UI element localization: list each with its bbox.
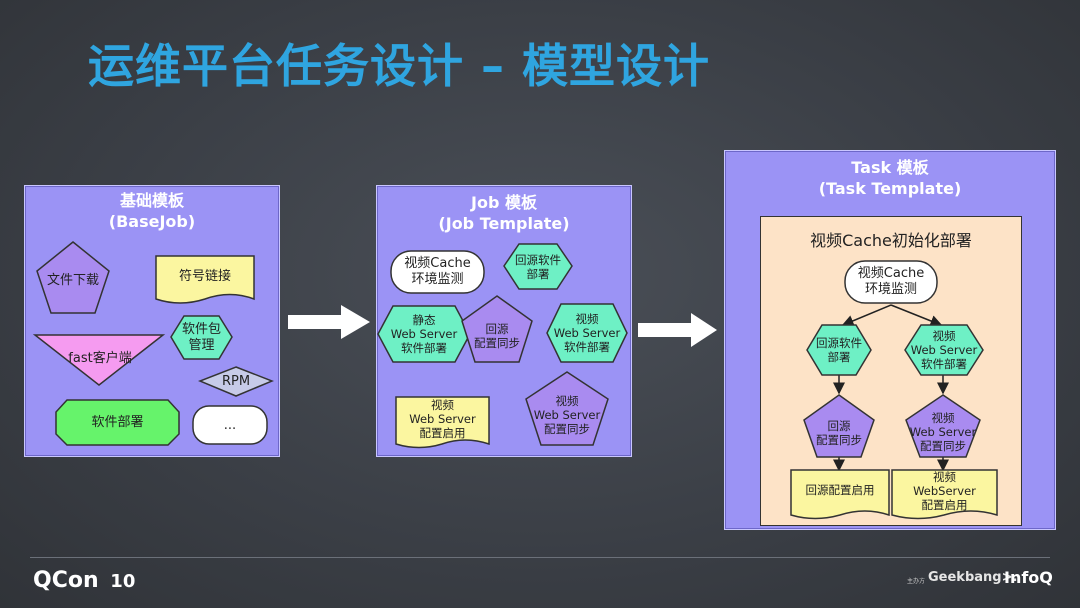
task-flow [790,260,998,520]
job-origin-sw-shape [503,243,573,290]
rpm-shape [197,366,275,397]
job-cache-env-shape [390,250,485,294]
job-panel-title-text: Job 模板 [471,193,537,212]
task-video-ws-label: 视频 Web Server 软件部署 [910,329,978,371]
qcon-logo: QCon 10 [33,568,135,593]
fast-label: fast客户端 [68,351,132,366]
job-panel-title: Job 模板 (Job Template) [377,192,631,234]
job-static-ws-shape [377,305,471,363]
base-shapes [32,241,275,446]
infoq-logo: InfoQ [1004,568,1053,587]
arrow-base-to-job [288,305,370,339]
symlink-label: 符号链接 [178,269,231,284]
job-video-ws-shape [546,303,628,363]
download-shape [36,241,110,314]
base-panel-title: 基础模板 (BaseJob) [25,190,279,232]
task-origin-enable-label: 回源配置启用 [805,483,875,497]
task-video-ws-shape [904,324,984,376]
geekbang-logo: Geekbang>. [928,570,1018,585]
task-video-sync-label: 视频 Web Server 配置同步 [909,411,977,453]
base-job-panel: 基础模板 (BaseJob) 文件下载 符号链接 软件包 管理 fast客户端 … [24,185,280,457]
task-origin-sync-label: 回源 配置同步 [816,419,862,447]
host-label: 主办方 [907,578,926,585]
task-panel-title: Task 模板 (Task Template) [725,157,1055,199]
job-panel-subtitle: (Job Template) [438,214,570,233]
task-video-sync-shape [905,394,981,458]
job-cache-env-label: 视频Cache 环境监测 [404,256,471,287]
arrow-job-to-task [638,313,717,347]
edge-env-origin [841,304,892,327]
task-cache-env-shape [844,260,938,304]
job-static-ws-label: 静态 Web Server 软件部署 [390,313,458,355]
task-panel-title-text: Task 模板 [851,158,929,177]
base-panel-title-text: 基础模板 [119,191,184,210]
task-origin-sync-shape [803,394,875,458]
rpm-label: RPM [221,374,251,389]
job-video-sync-shape [525,371,609,446]
pkg-shape [170,315,233,360]
qcon-logo-suffix: 10 [110,571,136,592]
task-cache-env-label: 视频Cache 环境监测 [857,266,925,297]
footer-divider [30,557,1050,558]
job-shapes [377,243,628,449]
more-label: ... [223,418,237,433]
fast-shape [32,334,166,386]
job-origin-sw-label: 回源软件 部署 [515,252,561,281]
task-video-enable-label: 视频 WebServer 配置启用 [913,470,976,512]
more-shape [192,405,268,445]
job-video-enable-shape [395,396,490,449]
job-video-sync-label: 视频 Web Server 配置同步 [533,394,601,436]
download-label: 文件下载 [46,273,99,288]
job-template-panel: Job 模板 (Job Template) 视频Cache 环境监测 回源软件 … [376,185,632,457]
qcon-logo-text: QCon [33,568,99,593]
job-video-enable-label: 视频 Web Server 配置启用 [409,398,476,440]
edge-env-video [890,304,943,327]
job-origin-sync-shape [461,295,533,363]
job-origin-sync-label: 回源 配置同步 [474,322,520,350]
task-template-panel: Task 模板 (Task Template) 视频Cache初始化部署 [724,150,1056,530]
task-origin-sw-shape [806,324,872,376]
task-inner-title: 视频Cache初始化部署 [810,231,972,250]
job-video-ws-label: 视频 Web Server 软件部署 [553,312,621,354]
deploy-shape [55,399,180,446]
task-panel-subtitle: (Task Template) [818,179,962,198]
task-video-enable-shape [891,469,998,520]
base-panel-subtitle: (BaseJob) [108,212,196,231]
task-origin-enable-shape [790,469,890,520]
symlink-shape [155,255,255,304]
page-title: 运维平台任务设计 – 模型设计 [88,39,711,93]
task-inner-box: 视频Cache初始化部署 视频Cache 环境监测 回源软件 部署 [760,216,1022,526]
deploy-label: 软件部署 [91,415,144,430]
pkg-label: 软件包 管理 [181,322,221,353]
task-origin-sw-label: 回源软件 部署 [816,336,862,364]
